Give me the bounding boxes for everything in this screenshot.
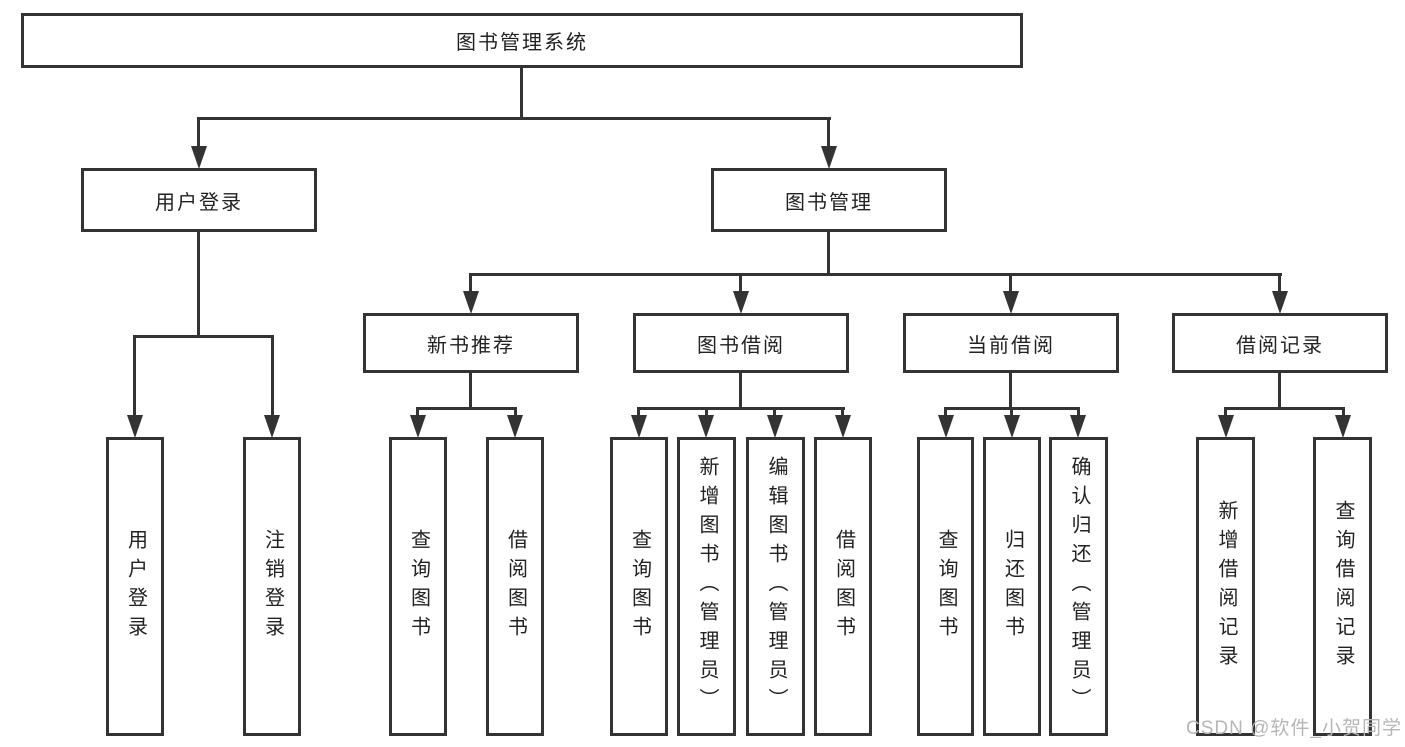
leaf-query-books-recommend: 查询图书 [389, 437, 447, 736]
arrowhead-down-icon [127, 415, 143, 438]
arrowhead-down-icon [264, 415, 280, 438]
arrowhead-down-icon [835, 415, 851, 438]
node-label: 查询图书 [628, 528, 651, 645]
leaf-return-books: 归还图书 [983, 437, 1041, 736]
node-label: 借阅图书 [832, 528, 855, 645]
connector-vline [944, 407, 947, 415]
connector-vline [133, 335, 136, 415]
connector-vline [739, 373, 742, 407]
connector-vline [469, 273, 472, 291]
arrowhead-down-icon [507, 415, 523, 438]
connector-vline [739, 273, 742, 291]
connector-hline [133, 335, 274, 338]
connector-vline [841, 407, 844, 415]
node-label: 查询借阅记录 [1332, 499, 1354, 674]
connector-hline [637, 407, 845, 410]
node-borrow-records: 借阅记录 [1172, 313, 1388, 373]
leaf-query-books-borrow: 查询图书 [610, 437, 668, 736]
connector-hline [197, 117, 831, 120]
connector-vline [827, 232, 830, 273]
node-label: 新增借阅记录 [1215, 499, 1237, 674]
watermark-text: CSDN @软件_小贺同学 [1186, 718, 1402, 739]
arrowhead-down-icon [938, 415, 954, 438]
node-user-login: 用户登录 [81, 168, 317, 232]
connector-vline [514, 407, 517, 415]
arrowhead-down-icon [463, 291, 479, 314]
connector-hline [469, 273, 1282, 276]
arrowhead-down-icon [821, 146, 837, 169]
node-label: 新增图书（管理员） [696, 456, 718, 717]
arrowhead-down-icon [1070, 415, 1086, 438]
node-label: 图书管理 [785, 191, 873, 214]
arrowhead-down-icon [1004, 415, 1020, 438]
connector-vline [416, 407, 419, 415]
arrowhead-down-icon [767, 415, 783, 438]
node-label: 当前借阅 [967, 334, 1055, 357]
node-label: 注销登录 [261, 528, 284, 645]
connector-vline [1077, 407, 1080, 415]
connector-vline [827, 117, 830, 146]
node-book-borrow: 图书借阅 [633, 313, 849, 373]
connector-vline [1009, 273, 1012, 291]
node-label: 用户登录 [124, 528, 147, 645]
connector-vline [197, 232, 200, 335]
leaf-edit-book-admin: 编辑图书（管理员） [746, 437, 805, 736]
leaf-query-borrow-record: 查询借阅记录 [1313, 437, 1372, 736]
connector-vline [520, 68, 523, 117]
arrowhead-down-icon [733, 291, 749, 314]
node-label: 编辑图书（管理员） [765, 456, 787, 717]
node-book-management: 图书管理 [711, 168, 947, 232]
leaf-query-books-current: 查询图书 [917, 437, 974, 736]
arrowhead-down-icon [698, 415, 714, 438]
connector-vline [1278, 273, 1281, 291]
connector-hline [416, 407, 517, 410]
connector-vline [1010, 407, 1013, 415]
connector-vline [705, 407, 708, 415]
node-new-book-recommend: 新书推荐 [363, 313, 579, 373]
leaf-add-borrow-record: 新增借阅记录 [1196, 437, 1255, 736]
node-label: 借阅图书 [504, 528, 527, 645]
connector-hline [1224, 407, 1345, 410]
arrowhead-down-icon [1272, 291, 1288, 314]
node-label: 用户登录 [155, 191, 243, 214]
arrowhead-down-icon [191, 146, 207, 169]
connector-vline [1224, 407, 1227, 415]
node-current-borrow: 当前借阅 [903, 313, 1119, 373]
node-label: 查询图书 [407, 528, 430, 645]
connector-vline [271, 335, 274, 415]
connector-vline [773, 407, 776, 415]
arrowhead-down-icon [1003, 291, 1019, 314]
node-label: 图书管理系统 [456, 32, 588, 54]
arrowhead-down-icon [1335, 415, 1351, 438]
node-label: 借阅记录 [1236, 334, 1324, 357]
node-label: 归还图书 [1001, 528, 1024, 645]
node-label: 新书推荐 [427, 334, 515, 357]
leaf-logout: 注销登录 [243, 437, 301, 736]
connector-vline [1009, 373, 1012, 407]
connector-vline [197, 117, 200, 146]
connector-vline [1278, 373, 1281, 407]
node-label: 查询图书 [935, 528, 957, 645]
leaf-add-book-admin: 新增图书（管理员） [677, 437, 736, 736]
connector-vline [637, 407, 640, 415]
leaf-borrow-books: 借阅图书 [814, 437, 872, 736]
node-label: 图书借阅 [697, 334, 785, 357]
node-label: 确认归还（管理员） [1068, 456, 1090, 717]
leaf-confirm-return-admin: 确认归还（管理员） [1049, 437, 1108, 736]
node-root-library-system: 图书管理系统 [21, 13, 1023, 68]
connector-vline [469, 373, 472, 407]
arrowhead-down-icon [1218, 415, 1234, 438]
leaf-borrow-books-recommend: 借阅图书 [486, 437, 544, 736]
connector-vline [1342, 407, 1345, 415]
arrowhead-down-icon [410, 415, 426, 438]
leaf-user-login: 用户登录 [106, 437, 164, 736]
arrowhead-down-icon [631, 415, 647, 438]
